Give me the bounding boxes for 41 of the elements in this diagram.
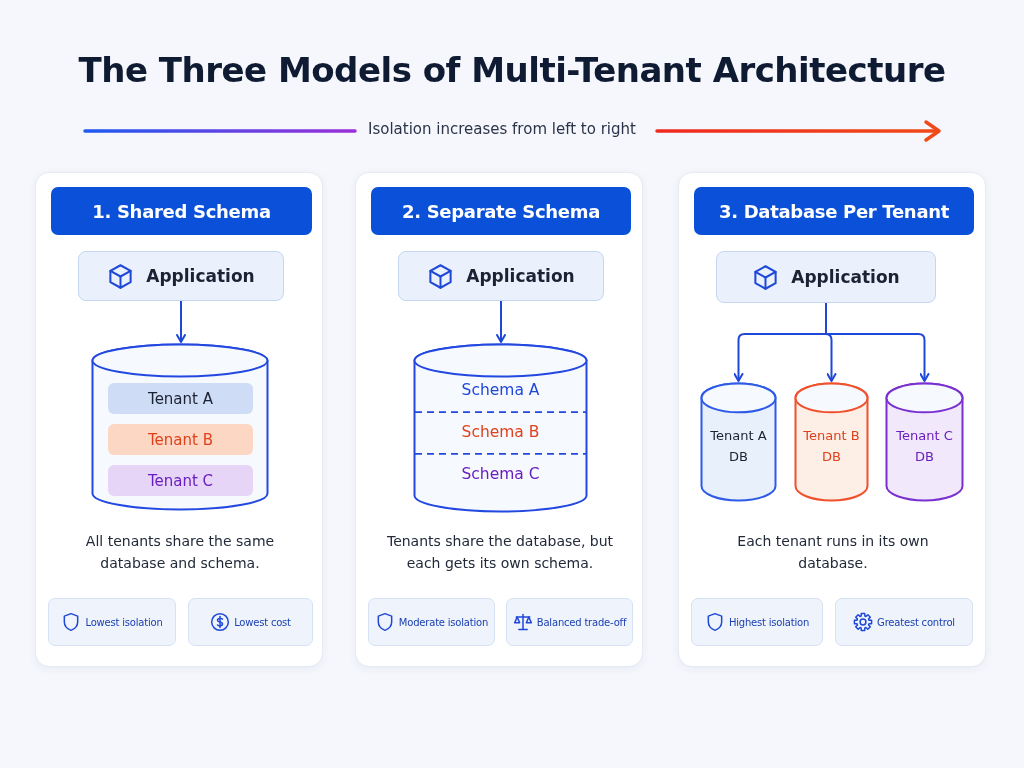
tenant-row: Tenant A xyxy=(108,383,253,414)
title: The Three Models of Multi-Tenant Architecture xyxy=(77,50,947,90)
application-box xyxy=(398,251,604,301)
feature-badge xyxy=(506,598,633,646)
section-header: 2. Separate Schema xyxy=(371,187,631,235)
feature-badge xyxy=(368,598,495,646)
application-label: Application xyxy=(146,266,255,286)
database-label: Tenant C DB xyxy=(895,427,954,466)
application-box xyxy=(78,251,284,301)
model-card xyxy=(678,172,986,667)
schema-label: Schema C xyxy=(460,464,541,483)
arrow xyxy=(176,300,186,343)
badge-label: Highest isolation xyxy=(728,616,810,628)
arrow xyxy=(496,300,506,343)
feature-badge xyxy=(691,598,823,646)
tenant-row: Tenant C xyxy=(108,465,253,496)
description: Each tenant runs in its own database. xyxy=(736,532,930,573)
feature-badge xyxy=(188,598,313,646)
database-label: Tenant B DB xyxy=(802,427,861,466)
badge-label: Greatest control xyxy=(877,616,955,628)
badge-label: Lowest isolation xyxy=(85,616,163,628)
arrow xyxy=(825,302,930,382)
feature-badge xyxy=(835,598,973,646)
schema-label: Schema B xyxy=(460,423,541,441)
badge-label: Lowest cost xyxy=(234,616,291,628)
model-card xyxy=(35,172,323,667)
feature-badge xyxy=(48,598,176,646)
description: All tenants share the same database and schema. xyxy=(84,532,276,573)
database-label: Tenant A DB xyxy=(709,427,768,466)
model-card xyxy=(355,172,643,667)
section-header: 1. Shared Schema xyxy=(51,187,312,235)
application-label: Application xyxy=(466,266,575,286)
tenant-row: Tenant B xyxy=(108,424,253,455)
badge-label: Moderate isolation xyxy=(398,616,489,628)
description: Tenants share the database, but each gets its own schema. xyxy=(385,532,615,573)
application-label: Application xyxy=(791,267,900,287)
scale-caption: Isolation increases from left to right xyxy=(368,120,636,138)
section-header: 3. Database Per Tenant xyxy=(694,187,974,235)
schema-label: Schema A xyxy=(460,381,541,400)
badge-label: Balanced trade-off xyxy=(536,616,627,628)
application-box xyxy=(716,251,936,303)
